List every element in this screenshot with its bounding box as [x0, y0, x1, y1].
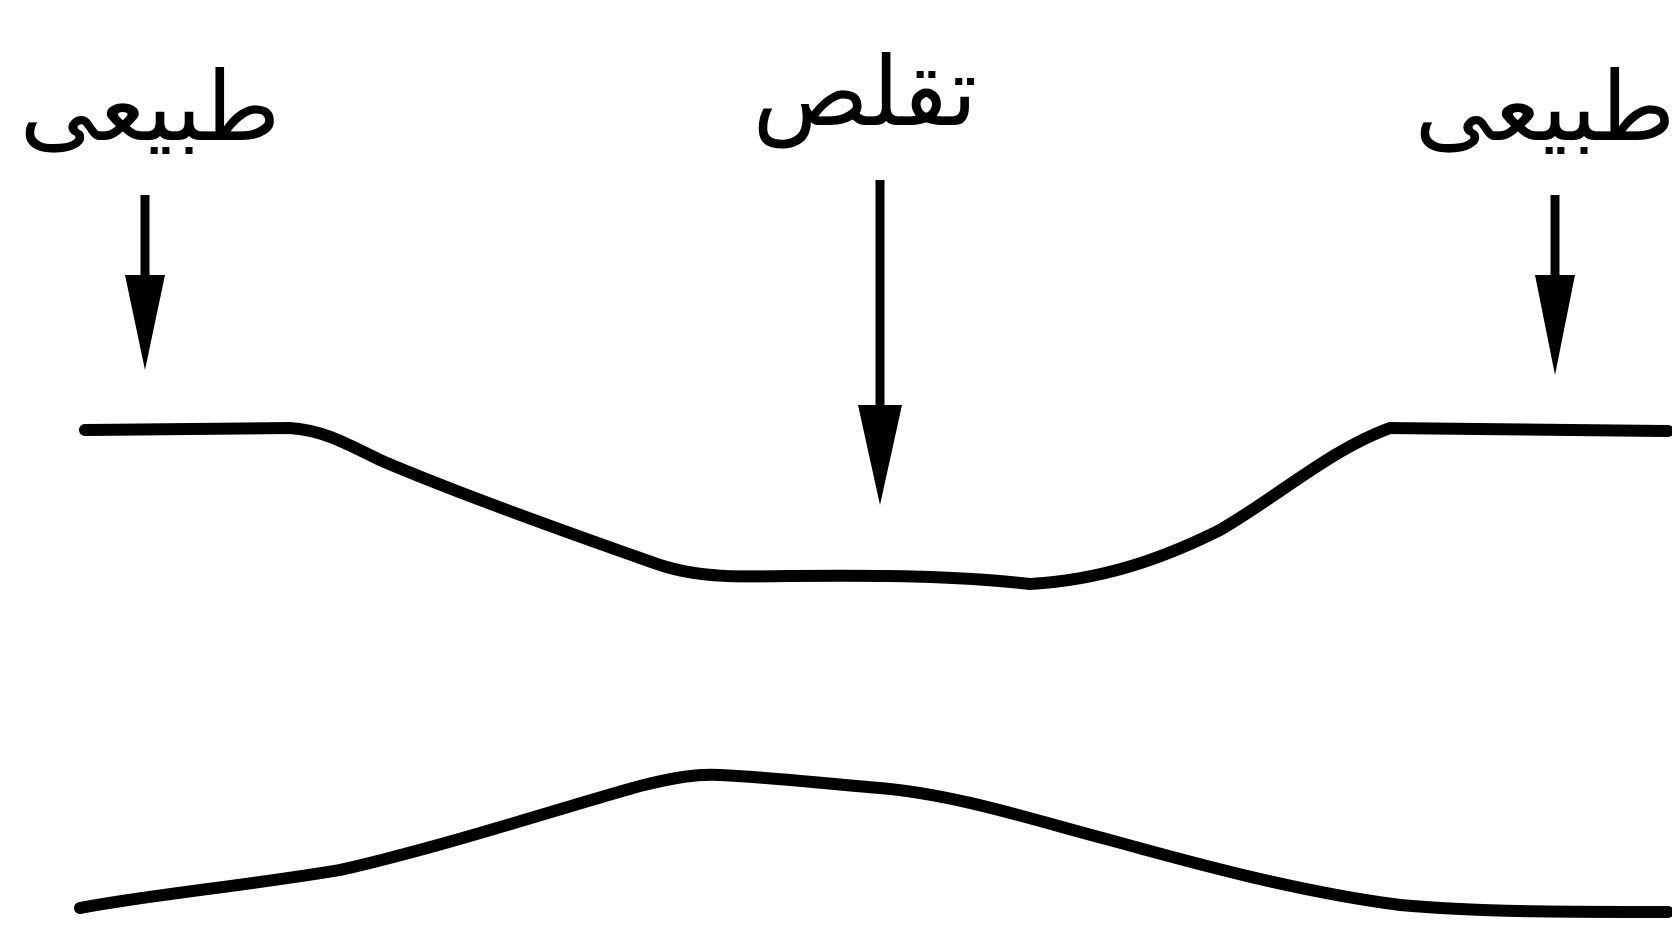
arrow-center-icon	[858, 180, 902, 505]
arrow-right-icon	[1535, 195, 1575, 375]
label-normal-left: طبيعى	[20, 51, 281, 163]
label-constriction: تقلص	[753, 36, 978, 149]
label-normal-right: طبيعى	[1415, 51, 1672, 163]
vessel-lower-wall	[80, 775, 1668, 912]
arrow-left-icon	[125, 195, 165, 370]
